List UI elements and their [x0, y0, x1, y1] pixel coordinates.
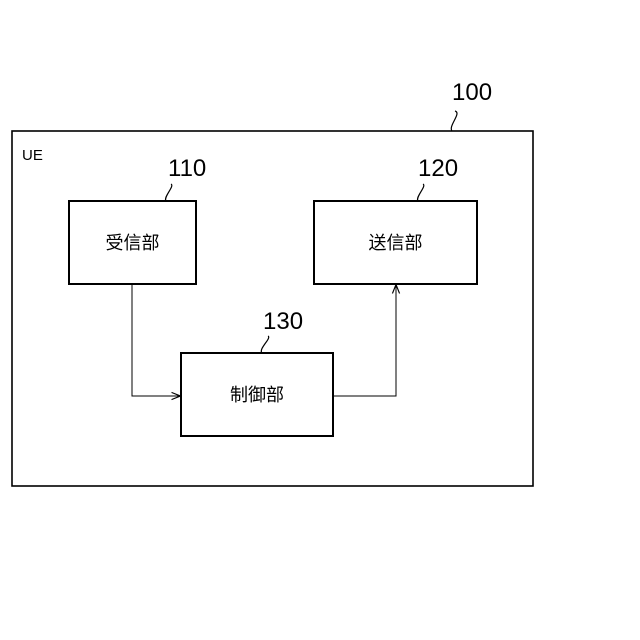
- controller-ref-number: 130: [263, 308, 303, 335]
- transmitter-ref-leader: [418, 184, 424, 201]
- ue-label: UE: [22, 147, 43, 164]
- transmitter-label: 送信部: [369, 233, 423, 254]
- receiver-label: 受信部: [106, 233, 160, 254]
- ue-ref-leader: [451, 111, 457, 131]
- transmitter-ref-number: 120: [418, 155, 458, 182]
- connector-controller-to-transmitter: [333, 285, 396, 396]
- ue-ref-number: 100: [452, 79, 492, 106]
- receiver-ref-leader: [166, 184, 172, 201]
- connector-receiver-to-controller: [132, 284, 180, 396]
- controller-label: 制御部: [230, 385, 284, 406]
- receiver-ref-number: 110: [168, 155, 206, 182]
- controller-ref-leader: [261, 336, 268, 353]
